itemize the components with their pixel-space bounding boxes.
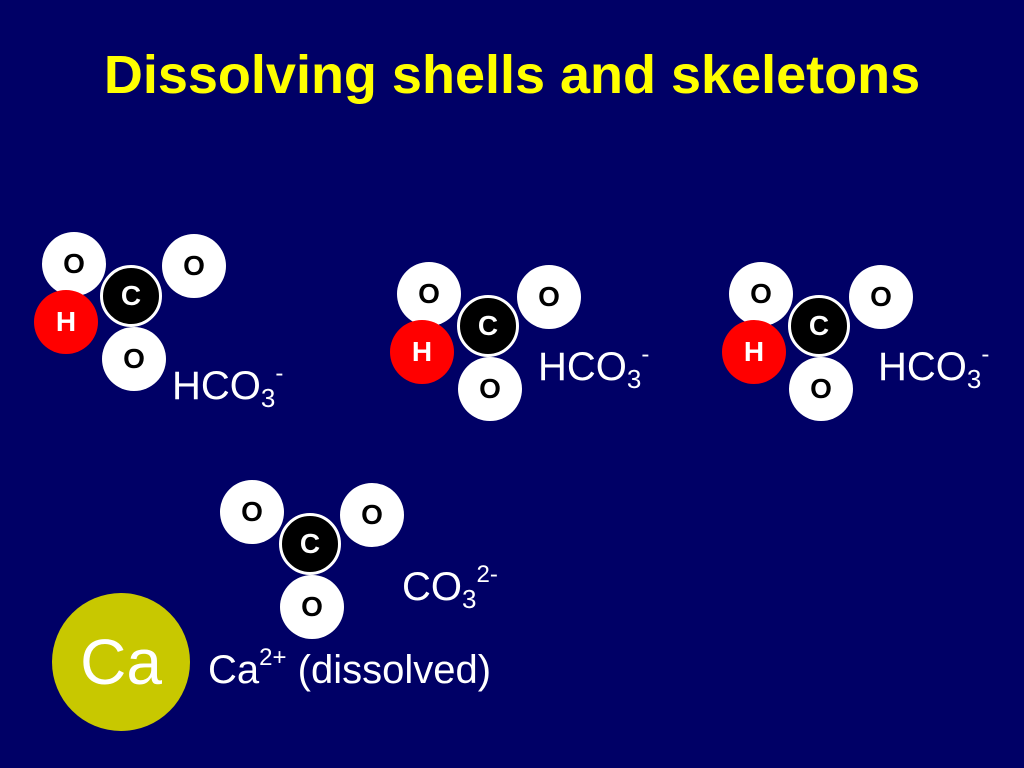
carbon-atom: C (279, 513, 341, 575)
carbonate-formula: CO32- (402, 561, 498, 615)
oxygen-atom: O (102, 327, 166, 391)
formula-subscript: 3 (626, 364, 642, 394)
calcium-charge: 2+ (259, 644, 287, 671)
bicarbonate-formula: HCO3- (538, 341, 649, 395)
calcium-label-note: (dissolved) (286, 648, 492, 692)
oxygen-atom: O (849, 265, 913, 329)
bicarbonate-formula: HCO3- (878, 341, 989, 395)
oxygen-atom: O (789, 357, 853, 421)
oxygen-atom: O (42, 232, 106, 296)
oxygen-atom: O (729, 262, 793, 326)
hydrogen-atom: H (34, 290, 98, 354)
oxygen-atom: O (162, 234, 226, 298)
hydrogen-atom: H (722, 320, 786, 384)
page-title: Dissolving shells and skeletons (103, 45, 921, 105)
oxygen-atom: O (397, 262, 461, 326)
oxygen-atom: O (220, 480, 284, 544)
formula-base: CO (402, 565, 462, 609)
formula-charge: 2- (476, 561, 498, 588)
hydrogen-atom: H (390, 320, 454, 384)
oxygen-atom: O (517, 265, 581, 329)
formula-base: HCO (538, 345, 627, 389)
calcium-ion: Ca (52, 593, 190, 731)
oxygen-atom: O (280, 575, 344, 639)
formula-charge: - (641, 341, 650, 368)
carbon-atom: C (457, 295, 519, 357)
formula-subscript: 3 (462, 584, 477, 614)
calcium-label-base: Ca (208, 648, 260, 692)
carbon-atom: C (100, 265, 162, 327)
formula-charge: - (981, 341, 990, 368)
formula-base: HCO (172, 364, 261, 408)
oxygen-atom: O (340, 483, 404, 547)
formula-base: HCO (878, 345, 967, 389)
formula-charge: - (275, 360, 284, 387)
carbon-atom: C (788, 295, 850, 357)
oxygen-atom: O (458, 357, 522, 421)
formula-subscript: 3 (260, 383, 276, 413)
formula-subscript: 3 (966, 364, 982, 394)
bicarbonate-formula: HCO3- (172, 360, 283, 414)
calcium-label: Ca2+ (dissolved) (208, 644, 491, 693)
